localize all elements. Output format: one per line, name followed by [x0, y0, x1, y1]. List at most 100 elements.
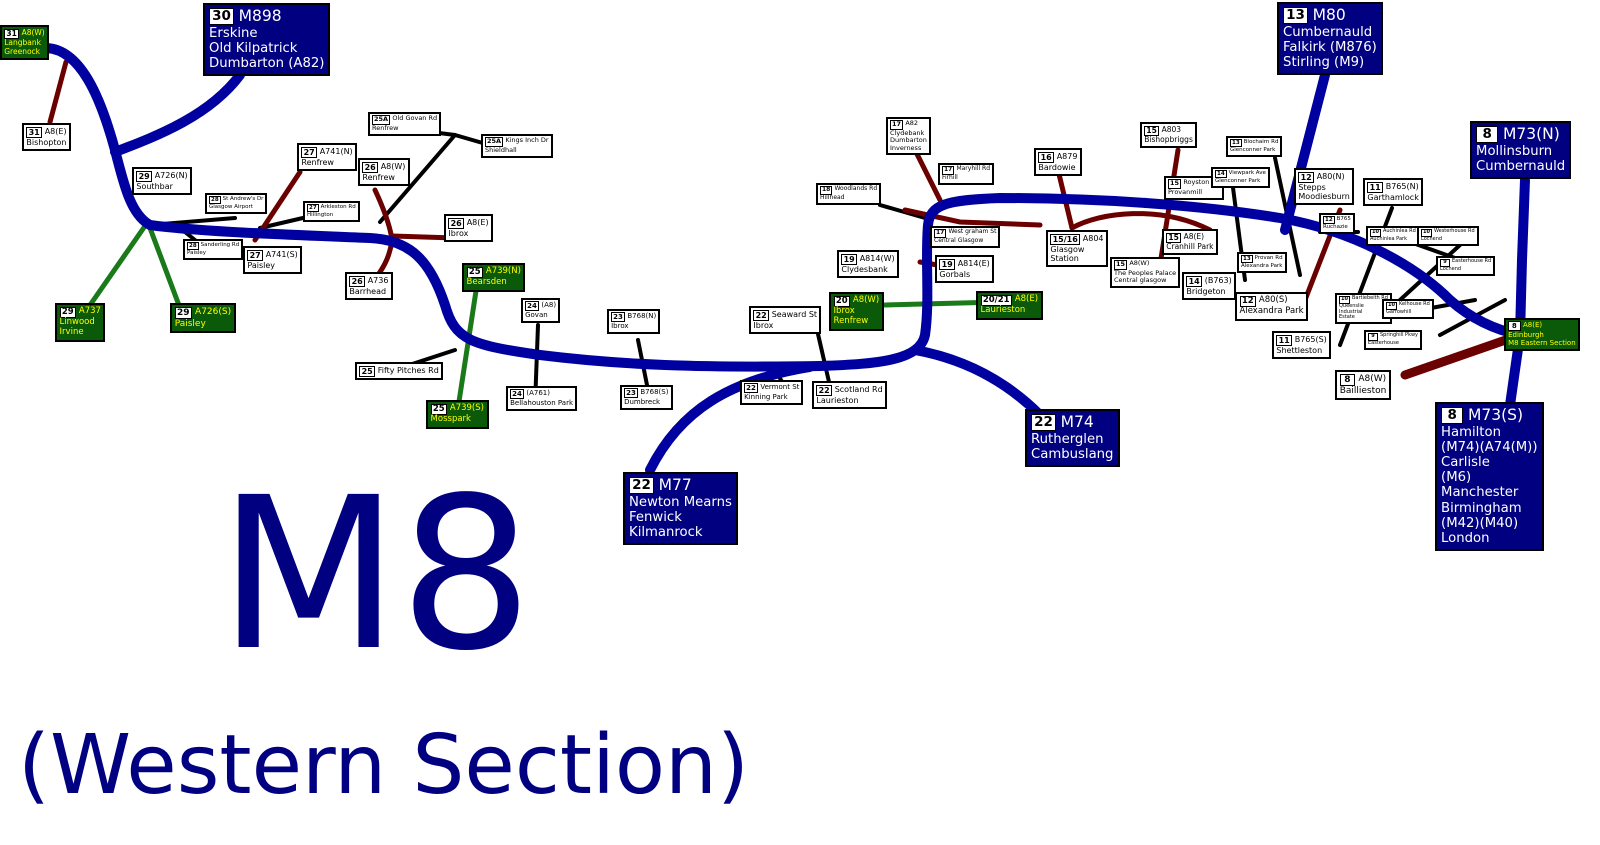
road-name: Kings Inch Dr	[505, 136, 549, 145]
road-name: Old Govan Rd	[392, 114, 438, 123]
motorway-m80	[1280, 70, 1330, 235]
destination: Central glasgow	[1114, 276, 1167, 285]
road-name: A8(E)	[44, 126, 67, 136]
motorway-m898	[110, 70, 245, 157]
junction-number: 24	[525, 301, 539, 312]
destination: Ibrox	[753, 320, 774, 330]
a-road-a804-west	[902, 207, 1043, 228]
road-name: A8(E)	[466, 217, 489, 227]
road-name: A8(W)	[1129, 259, 1150, 268]
destination: The Peoples Palace	[1114, 268, 1177, 277]
road-name: Easterhouse Rd	[1452, 258, 1492, 264]
road-name: A82	[905, 119, 919, 128]
junction-sign-j24-a761: 24(A761)Bellahouston Park	[506, 386, 578, 411]
road-name: Maryhill Rd	[956, 165, 991, 173]
destination: Irvine	[59, 327, 84, 338]
road-name: A8(W)	[380, 161, 406, 171]
junction-number: 9	[1440, 259, 1450, 267]
road-name: M80	[1312, 5, 1346, 24]
junction-number: 29	[174, 306, 192, 320]
junction-number: 22	[753, 309, 769, 321]
destination: Hamilton	[1441, 424, 1501, 440]
junction-number: 28	[187, 242, 199, 251]
destination: Glenconner Park	[1215, 178, 1261, 185]
destination: Central Glasgow	[934, 237, 984, 245]
road-name: M74	[1060, 412, 1094, 431]
destination: Clydesbank	[841, 264, 888, 274]
destination: Kilmanrock	[629, 524, 703, 540]
destination: Laurieston	[980, 305, 1026, 316]
junction-number: 12	[1323, 216, 1335, 225]
junction-number: 9	[1368, 333, 1378, 341]
junction-number: 30	[209, 7, 234, 26]
road-name: A814(E)	[957, 258, 990, 268]
junction-number: 11	[1367, 181, 1383, 193]
junction-number: 13	[1241, 255, 1253, 264]
junction-number: 8	[1476, 125, 1499, 144]
a-road-a8-baillieston	[1400, 330, 1525, 380]
destination: Queenslie	[1339, 302, 1364, 309]
destination: Linwood	[59, 317, 95, 328]
road-name: Provan Rd	[1254, 255, 1283, 262]
junction-number: 12	[1298, 171, 1314, 183]
destination: Shieldhall	[485, 145, 517, 154]
road-name: B765	[1336, 216, 1351, 223]
destination: Hillhead	[820, 194, 845, 202]
destination: Southbar	[136, 181, 173, 191]
junction-number: 14	[1215, 170, 1227, 179]
road-name: A8(W)	[852, 294, 880, 305]
destination: London	[1441, 531, 1490, 547]
junction-number: 26	[448, 217, 464, 229]
destination: Bishopton	[26, 137, 67, 147]
road-name: A726(S)	[195, 306, 232, 317]
destination: (M6)	[1441, 470, 1472, 486]
road-name: A804	[1082, 233, 1104, 243]
destination: Garthamlock	[1367, 192, 1419, 202]
map-title: M8	[218, 452, 533, 697]
destination: Barrhead	[349, 286, 387, 296]
destination: Firhill	[942, 174, 958, 182]
road-name: Westerhouse Rd	[1433, 228, 1475, 234]
destination: Easterhouse	[1368, 339, 1399, 346]
destination: Baillieston	[1339, 386, 1387, 397]
junction-number: 31	[26, 126, 42, 138]
junction-number: 16	[1038, 151, 1054, 163]
destination: Mosspark	[430, 414, 471, 425]
destination: Fenwick	[629, 509, 682, 525]
road-name: St Andrew's Dr	[222, 196, 264, 203]
destination: Cambuslang	[1031, 446, 1114, 462]
junction-number: 10	[1339, 296, 1350, 304]
